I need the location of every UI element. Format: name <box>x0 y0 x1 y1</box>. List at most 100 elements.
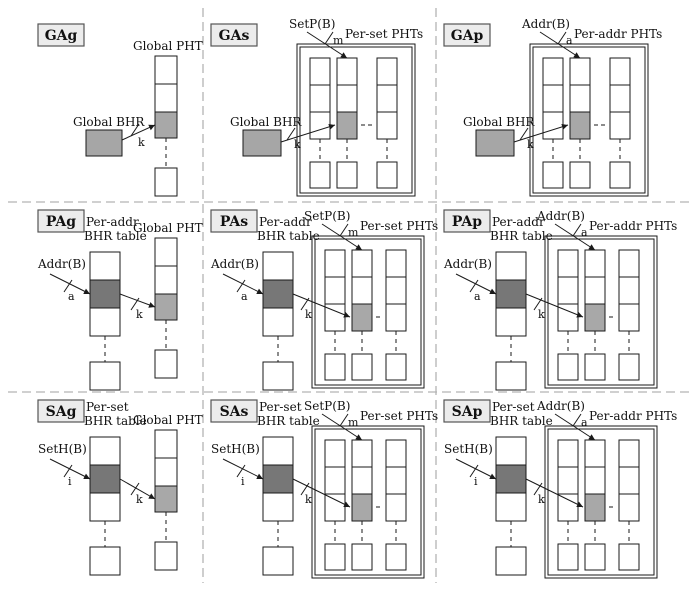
bhr-to-pht-index-arrow-shaft <box>525 293 584 318</box>
pht-table-3-entry <box>618 466 640 495</box>
bhr-index-label: SetH(B) <box>38 442 87 456</box>
bhr-table <box>262 251 294 391</box>
pht-table-3-last-entry <box>385 543 407 571</box>
pht-table-2-last-entry <box>336 161 358 189</box>
bhr-table-entry <box>495 436 527 466</box>
bhr-table-label-line1: Per-set <box>492 400 535 414</box>
pht-selector-arrow-shaft <box>321 223 363 251</box>
global-pht <box>154 429 178 571</box>
bhr-index-arrow-shaft <box>222 273 264 295</box>
bhr-index-label: SetH(B) <box>211 442 260 456</box>
global-pht-entry <box>154 237 178 267</box>
pht-selector-slash <box>339 413 349 427</box>
pht-table-3-entry <box>385 439 407 468</box>
pht-group-label: Per-set PHTs <box>360 219 438 233</box>
pht-selector-slash <box>339 223 349 237</box>
pht-table-1-last-entry <box>557 543 579 571</box>
k-bits-slash <box>533 482 543 496</box>
bhr-table-label-line1: Per-addr <box>492 215 545 229</box>
pht-table-2-entry <box>584 466 606 495</box>
scheme-label-box <box>443 209 491 233</box>
bhr-table-entry <box>89 436 121 466</box>
pht-tables-frame <box>296 43 416 197</box>
bhr-index-slash <box>63 279 73 293</box>
pht-selector-label: SetP(B) <box>289 17 335 31</box>
bhr-to-pht-index-arrow <box>513 123 569 143</box>
bhr-index-arrow-head <box>256 288 263 294</box>
scheme-label-box <box>210 209 258 233</box>
scheme-label: SAp <box>443 399 491 423</box>
pht-selector-arrow-shaft <box>539 31 581 59</box>
pht-table-1 <box>324 249 346 381</box>
pht-group-label: Per-set PHTs <box>345 27 423 41</box>
pht-table-1-entry <box>309 111 331 140</box>
bhr-to-pht-index-arrow-head <box>148 493 155 499</box>
bhr-table-selected-entry <box>262 279 294 309</box>
scheme-label: GAp <box>443 23 491 47</box>
scheme-label-text: PAp <box>452 214 482 230</box>
global-bhr-label: Global BHR <box>463 115 535 129</box>
pht-frame-inner <box>299 46 413 194</box>
pht-table-2-entry <box>336 57 358 86</box>
bhr-table-selected-entry <box>495 279 527 309</box>
pht-selector-slash <box>572 413 582 427</box>
pht-table-2-last-entry <box>351 543 373 571</box>
pht-table-1 <box>324 439 346 571</box>
pht-table-3 <box>609 57 631 189</box>
pht-table-2-entry <box>569 84 591 113</box>
bhr-index-arrow-head <box>489 288 496 294</box>
pht-table-1-last-entry <box>557 353 579 381</box>
bhr-table-entry <box>262 436 294 466</box>
pht-table-1-entry <box>557 493 579 522</box>
pht-selector-arrow <box>306 31 348 59</box>
scheme-label-box <box>210 23 258 47</box>
scheme-label-text: SAp <box>452 404 483 420</box>
pht-table-3-entry <box>376 111 398 140</box>
global-pht-entry <box>154 55 178 85</box>
pht-selector-label: Addr(B) <box>536 399 585 413</box>
bhr-table <box>89 251 121 391</box>
global-pht-last-entry <box>154 541 178 571</box>
bhr-table <box>495 251 527 391</box>
pht-table-1-last-entry <box>309 161 331 189</box>
scheme-label: SAs <box>210 399 258 423</box>
pht-table-3-entry <box>385 303 407 332</box>
scheme-label-text: GAs <box>219 28 250 44</box>
pht-table-1-entry <box>324 466 346 495</box>
global-bhr-register <box>85 129 123 157</box>
pht-table-3-entry <box>609 57 631 86</box>
bhr-table-entry <box>495 307 527 337</box>
pht-table-2-last-entry <box>584 353 606 381</box>
bhr-index-arrow <box>455 458 497 480</box>
pht-tables-frame <box>544 425 658 579</box>
pht-table-2-entry <box>351 493 373 522</box>
pht-table-2 <box>336 57 358 189</box>
pht-selector-arrow-shaft <box>321 413 363 441</box>
bhr-table-label-line1: Per-set <box>259 400 302 414</box>
global-bhr-label: Global BHR <box>73 115 145 129</box>
pht-frame-inner <box>314 428 422 576</box>
bhr-to-pht-index-arrow <box>292 478 351 508</box>
pht-selector-arrow-shaft <box>306 31 348 59</box>
bhr-to-pht-index-arrow-shaft <box>280 124 336 143</box>
bhr-index-arrow-head <box>83 288 90 294</box>
pht-table-1-entry <box>542 111 564 140</box>
global-pht-last-entry <box>154 167 178 197</box>
pht-table-1-entry <box>309 57 331 86</box>
pht-selector-label: Addr(B) <box>536 209 585 223</box>
pht-selector-bits-label: m <box>333 34 344 47</box>
bhr-to-pht-index-arrow-shaft <box>292 478 351 508</box>
scheme-label: GAs <box>210 23 258 47</box>
pht-table-2-entry <box>584 439 606 468</box>
scheme-label-text: SAg <box>46 404 77 420</box>
bhr-to-pht-index-arrow-shaft <box>292 293 351 318</box>
pht-table-3 <box>618 439 640 571</box>
pht-table-1-entry <box>557 466 579 495</box>
bhr-to-pht-index-arrow-shaft <box>121 124 156 141</box>
pht-group-label: Per-addr PHTs <box>589 409 677 423</box>
